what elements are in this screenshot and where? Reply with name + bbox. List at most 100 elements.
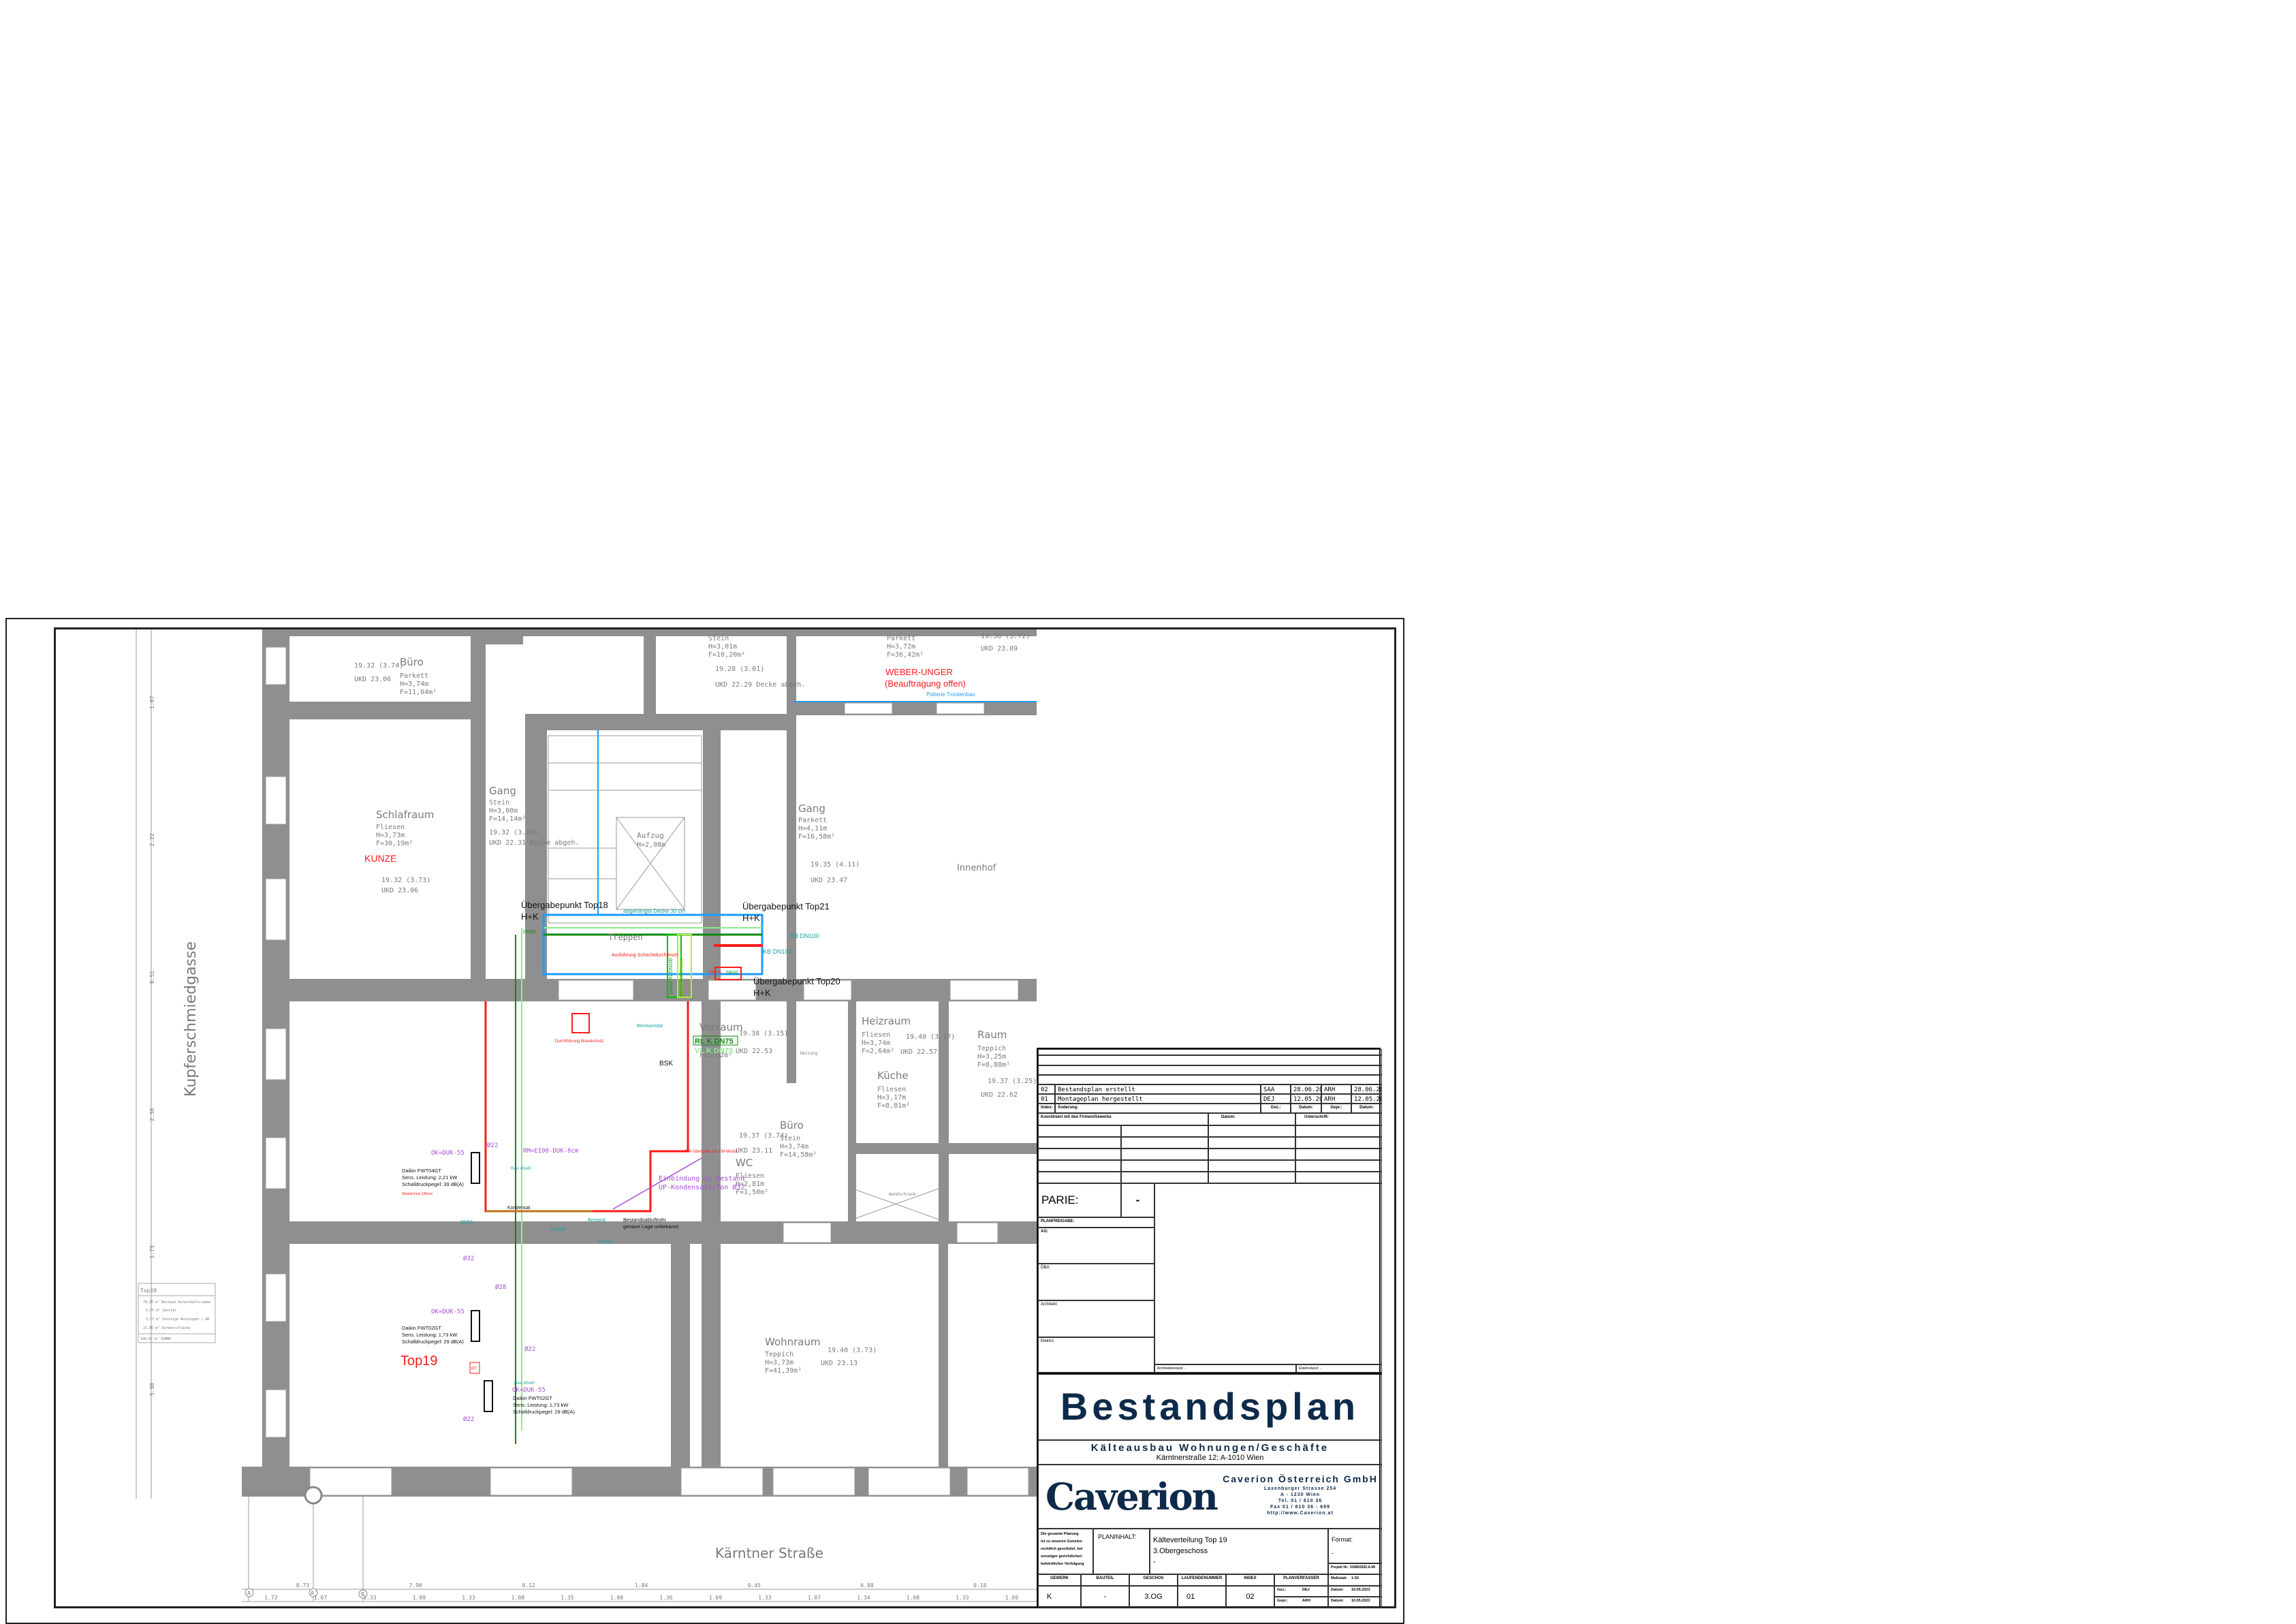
dimension-label: 2.38 <box>149 1108 155 1121</box>
col-planverfasser: PLANVERFASSER <box>1274 1574 1328 1586</box>
header-checked-date: Datum: <box>1351 1104 1382 1113</box>
projekt-nr: Projekt Nr.: 530802020.A.MI <box>1328 1563 1382 1574</box>
legend-title: Top19 <box>140 1287 157 1294</box>
coordination-cell <box>1295 1149 1382 1160</box>
dimension-label: 1.08 <box>907 1595 919 1601</box>
hvac-lines <box>484 701 1037 1444</box>
unit-model: Daikin FWT02GT <box>513 1395 552 1401</box>
room-name: Parkett <box>887 635 915 642</box>
coordination-cell <box>1295 1160 1382 1172</box>
dimension-label: 0.12 <box>522 1582 535 1589</box>
note-d22-b: Ø22 <box>524 1345 535 1353</box>
room-height: H=3,00m <box>489 807 518 815</box>
note-ceiling: abgehängte Decke 30 cm <box>623 908 686 914</box>
note-vl: VL K DN75 <box>695 1047 733 1055</box>
legend-total: 109,92 m² SUMME <box>140 1337 171 1341</box>
grid-axis-label: A <box>247 1590 251 1596</box>
dimension-label: 0.51 <box>149 971 155 984</box>
room-height: H=3,74m <box>400 681 428 688</box>
room-floor: Fliesen <box>877 1086 906 1093</box>
company-web[interactable]: http://www.Caverion.at <box>1267 1511 1334 1516</box>
note-wandschrank: Wandschrank <box>889 1192 916 1197</box>
handover-top21-sub: H+K <box>742 913 760 923</box>
note-bestand: Bestand <box>588 1218 606 1223</box>
walls <box>242 629 1037 1497</box>
oeba-field: ÖBA: <box>1038 1264 1154 1300</box>
room-name: Raum <box>977 1029 1007 1041</box>
room-ukd: UKD 23.09 <box>981 645 1018 653</box>
room-level: 19.40 (3.73) <box>828 1347 877 1354</box>
coord-sign-header: Unterschrift: <box>1295 1113 1382 1125</box>
dimension-label: 1.09 <box>413 1595 426 1601</box>
room-area: F=16,58m² <box>798 833 835 841</box>
dimension-lines <box>136 629 1037 1602</box>
revision-blank-row <box>1038 1075 1382 1084</box>
datum2-value: 10.05.2023 <box>1351 1599 1370 1603</box>
header-date: Datum: <box>1291 1104 1321 1113</box>
value-gewerk: K <box>1038 1586 1081 1608</box>
dimension-label: 1.09 <box>1005 1595 1018 1601</box>
architektenstand: Architektenstand: - <box>1154 1364 1296 1373</box>
note-d22-c: Ø22 <box>463 1416 474 1423</box>
header-index: Index: <box>1038 1104 1055 1113</box>
tenant-weber-unger: WEBER-UNGER <box>885 667 953 677</box>
dimension-label: 1.09 <box>709 1595 722 1601</box>
legend-row: 5,85 m² Sanitär <box>146 1309 176 1313</box>
room-level: 19.35 (4.11) <box>811 861 860 869</box>
disclaimer: Die gesamte Planung ist zu unseren Gunst… <box>1038 1529 1093 1574</box>
room-name: Gang <box>798 802 825 815</box>
room-area: F=14,14m² <box>489 815 526 823</box>
dimension-label: 1.33 <box>956 1595 969 1601</box>
revision-header: Index: Änderung: Gez.: Datum: Gepr.: Dat… <box>1038 1104 1382 1113</box>
dimension-label: 0.45 <box>748 1582 761 1589</box>
datum1-value: 10.05.2023 <box>1351 1588 1370 1592</box>
room-height: H=3,74m <box>780 1143 808 1151</box>
room-name: Büro <box>780 1119 804 1131</box>
note-revi-1: Revi 40x40 <box>511 1167 532 1171</box>
format-label: Format: <box>1332 1536 1353 1543</box>
note-heizung: Heizung <box>800 1051 818 1056</box>
tenant-weber-note: (Beauftragung offen) <box>885 678 966 689</box>
room-area: F=1,50m² <box>736 1189 768 1196</box>
room-area: F=10,20m² <box>708 651 745 659</box>
revision-checked: ARH <box>1321 1094 1351 1104</box>
room-height: H=3,74m <box>862 1040 890 1047</box>
dimension-label: 2.22 <box>149 833 155 846</box>
room-ukd: UKD 22.29 Decke abgeh. <box>715 681 805 689</box>
col-bauteil: BAUTEIL <box>1081 1574 1129 1586</box>
note-kb2: KB DN100 <box>763 948 792 955</box>
planinhalt: Kälteverteilung Top 19 3.Obergeschoss - <box>1150 1529 1328 1574</box>
project-header: Kälteausbau Wohnungen/Geschäfte Kärntner… <box>1038 1440 1382 1465</box>
room-area: F=2,64m² <box>862 1048 894 1055</box>
dimension-label: 1.08 <box>610 1595 623 1601</box>
note-d28: Ø28 <box>495 1283 506 1291</box>
company-tel: Tel. 01 / 610 36 <box>1278 1499 1323 1503</box>
room-name: Küche <box>877 1069 909 1082</box>
fan-coil-unit-3: Daikin FWT02GT Sens. Leistung: 1,73 kW S… <box>484 1380 575 1415</box>
company-block: Caverion Caverion Österreich GmbH Laxenb… <box>1038 1465 1382 1529</box>
disclaimer-line: Die gesamte Planung <box>1041 1532 1079 1536</box>
dimension-label: 1.33 <box>462 1595 475 1601</box>
coordination-cell <box>1208 1125 1295 1137</box>
coordination-cell <box>1295 1137 1382 1149</box>
gez-label: Gez.: <box>1277 1588 1287 1592</box>
dimension-label: 1.33 <box>758 1595 771 1601</box>
room-height: H=3,01m <box>708 643 737 651</box>
value-laufende: 01 <box>1178 1586 1226 1608</box>
room-floor: Stein <box>780 1135 800 1142</box>
grid-axis-markers <box>245 1486 368 1599</box>
revision-drawn: SAA <box>1261 1084 1291 1094</box>
room-height: H=3,17m <box>877 1094 906 1102</box>
note-dn100-b: DN100 <box>598 1240 613 1245</box>
coordination-cell <box>1208 1149 1295 1160</box>
legend-row: 78,25 m² Bestand Aufenthaltsräume <box>143 1300 210 1305</box>
revision-date: 12.05.2023 <box>1291 1094 1321 1104</box>
note-dn25-a: DN25 <box>523 930 535 935</box>
room-level: 19.37 (3.25) <box>988 1078 1037 1085</box>
